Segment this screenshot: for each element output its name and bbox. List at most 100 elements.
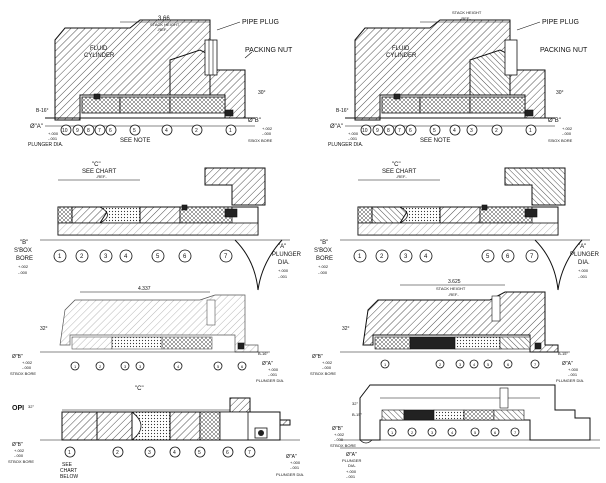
p4-a-tol-2: -.001 [578,274,588,279]
p2-dim-a: Ø"A" [330,124,343,130]
p5-balloon-3b: 3 [139,364,142,369]
p1-balloon-5: 5 [133,128,136,134]
p2-balloon-1: 1 [529,128,532,134]
p8-balloon-7: 7 [514,430,517,435]
p6-angle: 32° [342,326,350,332]
p4-balloon-2: 2 [380,254,384,260]
p4-balloon-4: 4 [424,254,428,260]
p1-balloon-1: 1 [229,128,232,134]
p8-dim-a: Ø"A" [346,452,357,458]
p7-balloon-3: 3 [148,450,151,456]
panel-4-packing-stack: "C" SEE CHART -REF- "B" S'BOX BORE +.002… [314,162,600,291]
p2-dim-b-tol-2: -.000 [562,131,572,136]
p7-below-label: BELOW [60,474,78,480]
p8-balloon-4: 4 [451,430,454,435]
p6-balloon-3: 3 [459,362,462,367]
p1-pipe-plug-label: PIPE PLUG [242,19,279,26]
p5-angle: 32° [40,326,48,332]
p5-balloon-1: 1 [74,364,77,369]
p8-dim-b: Ø"B" [332,426,343,432]
p2-balloon-3: 3 [470,128,473,134]
p7-balloon-6: 6 [226,450,229,456]
p3-b-tol-2: -.000 [18,270,28,275]
p2-balloon-4: 4 [453,128,456,134]
p2-balloon-9: 9 [376,128,379,134]
p1-ref-label: -REF- [157,27,168,32]
p1-fluid-cylinder-label-2: CYLINDER [84,53,115,59]
p4-balloon-1: 1 [358,254,362,260]
p3-see-chart: SEE CHART [82,169,117,175]
p8-plunger-label: PLUNGER [342,458,361,463]
p6-plunger-dia: PLUNGER DIA. [556,378,584,383]
p7-plunger-dia: PLUNGER DIA. [276,472,304,477]
p3-a-label: "A" [278,244,286,250]
p1-balloon-2: 2 [195,128,198,134]
p2-balloons: 10 9 8 7 6 5 4 3 2 1 [360,124,537,136]
p2-balloon-10: 10 [362,128,368,134]
p3-balloon-1: 1 [58,254,62,260]
p5-box-bore: STBOX BORE [10,371,36,376]
p2-packing-nut-label: PACKING NUT [540,47,588,54]
p5-b-tol-1: +.002 [22,360,33,365]
p7-b-tol-1: +.002 [14,448,25,453]
p6-dim-b: Ø"B" [312,354,323,360]
p4-see-chart: SEE CHART [382,169,417,175]
p5-dim-b: Ø"B" [12,354,23,360]
p3-a-tol-2: -.001 [278,274,288,279]
p8-b-tol-2: -.000 [334,437,344,442]
p7-angle: 32° [28,404,34,409]
panel-7-packing-stack: "C" OPI 32° Ø"B" +.002 -.000 STBOX BORE … [8,386,304,480]
p1-fluid-cylinder-label: FLUID [90,46,108,52]
p2-plunger-dia: PLUNGER DIA. [328,142,363,148]
p2-ref-label: -REF- [460,16,471,21]
p3-balloon-5: 5 [156,254,160,260]
p2-balloon-2: 2 [495,128,498,134]
p6-balloon-7: 7 [534,362,537,367]
p7-see-label: SEE [62,462,73,468]
panel-2-packing-assembly: STACK HEIGHT -REF- PIPE PLUG FLUID CYLIN… [328,10,588,148]
p3-balloon-4: 4 [124,254,128,260]
p2-pipe-plug-port [504,39,518,76]
panel-3-packing-stack: "C" SEE CHART -REF- "B" S'BOX BORE +.002… [14,162,302,291]
p4-b-tol-1: +.002 [318,264,329,269]
p3-a-tol-1: +.000 [278,268,289,273]
p1-dim-a-tol-2: -.001 [48,136,58,141]
p6-b15: B-15° [558,351,568,356]
p2-cylinder-label: CYLINDER [386,53,417,59]
p1-plunger-dia: PLUNGER DIA. [28,142,63,148]
p1-dim-a-tol-1: +.000 [48,131,59,136]
p7-balloon-4: 4 [173,450,176,456]
p5-a-tol-2: -.001 [268,372,278,377]
p3-balloon-2: 2 [80,254,84,260]
p2-balloon-5: 5 [433,128,436,134]
p5-plunger-dia: PLUNGER DIA. [256,378,284,383]
p7-a-tol-2: -.001 [290,465,300,470]
p5-balloon-3a: 3 [124,364,127,369]
p5-dim: 4.337 [138,286,151,292]
panel-1-packing-assembly: 3.66 STACK HEIGHT -REF- PIPE PLUG FLUID … [28,16,293,148]
p6-dim-a: Ø"A" [562,361,573,367]
p2-dim-a-tol-1: +.000 [348,131,359,136]
p4-ref: -REF- [396,174,407,179]
p7-b-tol-2: -.000 [14,453,24,458]
p7-dim-a: Ø"A" [286,454,297,460]
p2-dim-b: Ø"B" [548,118,561,124]
p6-stack-height: STACK HEIGHT [436,286,466,291]
p2-balloon-7: 7 [398,128,401,134]
p1-box-bore: S'BOX BORE [248,138,273,143]
p6-dim: 3.625 [448,279,461,285]
panel-8-packing-assembly: 32° B-15° Ø"B" +.002 -.000 STBOX BORE Ø"… [330,384,600,479]
p1-dim-a: Ø"A" [30,124,43,130]
p2-fluid-label: FLUID [392,46,410,52]
p6-ref: -REF- [448,292,459,297]
p2-dim-b-tol-1: +.002 [562,126,573,131]
p1-balloon-9: 9 [76,128,79,134]
p3-balloon-6: 6 [183,254,187,260]
p6-balloon-6: 6 [507,362,510,367]
p8-dia-label: DIA. [348,463,356,468]
p8-a-tol-1: +.000 [346,469,357,474]
p4-balloons: 1 2 3 4 5 6 7 [353,249,539,263]
p2-b16: B-16° [336,108,349,114]
p7-balloons: 1 2 3 4 5 6 7 [64,446,256,458]
p4-plunger-label: PLUNGER [570,252,600,258]
